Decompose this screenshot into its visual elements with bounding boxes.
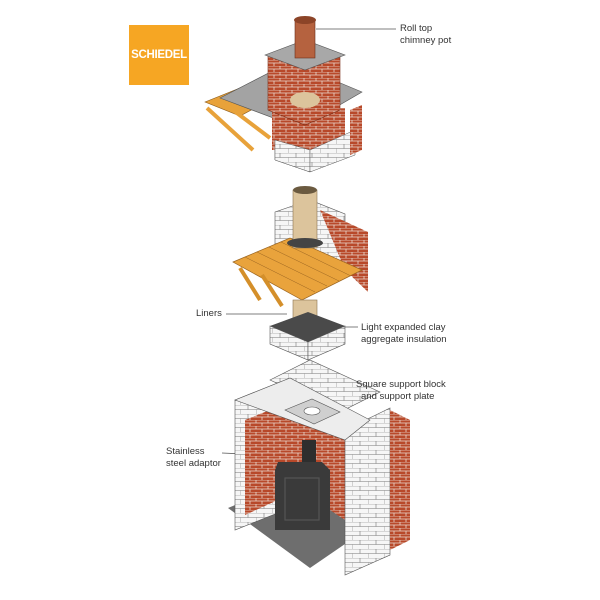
liner-visible xyxy=(290,92,320,108)
stove xyxy=(275,462,330,530)
label-support-block: Square support block and support plate xyxy=(356,379,446,402)
label-line: Light expanded clay xyxy=(361,322,446,333)
label-line: Roll top xyxy=(400,23,433,34)
label-insulation: Light expanded clay aggregate insulation xyxy=(361,322,447,345)
label-steel-adaptor: Stainless steel adaptor xyxy=(166,446,221,469)
chimney-pot-top xyxy=(294,16,316,24)
brick-wall-right xyxy=(390,410,410,550)
floor-boards xyxy=(232,237,363,301)
logo-text: SCHIEDEL xyxy=(131,49,187,61)
chimney-pot xyxy=(294,19,316,59)
brick-edge xyxy=(350,105,362,155)
chimney-stack-section xyxy=(204,16,363,173)
insulation-mid xyxy=(287,238,323,248)
label-line: steel adaptor xyxy=(166,457,221,469)
steel-adaptor xyxy=(302,440,316,462)
label-line: Liners xyxy=(196,308,222,319)
label-line: chimney pot xyxy=(400,34,452,46)
label-liners: Liners xyxy=(196,308,222,320)
fireplace-section xyxy=(228,359,410,576)
block-wall-right xyxy=(344,407,391,576)
floor-section xyxy=(232,186,368,361)
label-roll-top-chimney-pot: Roll top chimney pot xyxy=(400,23,451,46)
insulation-aggregate xyxy=(270,312,345,342)
label-line: Stainless xyxy=(166,446,205,457)
insulation-block-right xyxy=(307,325,346,361)
stove-door xyxy=(284,477,320,521)
label-line: Square support block xyxy=(356,379,446,390)
schiedel-logo: SCHIEDEL xyxy=(129,25,189,85)
block-base-right xyxy=(309,129,356,173)
label-line: aggregate insulation xyxy=(361,333,447,345)
label-line: and support plate xyxy=(361,390,435,402)
